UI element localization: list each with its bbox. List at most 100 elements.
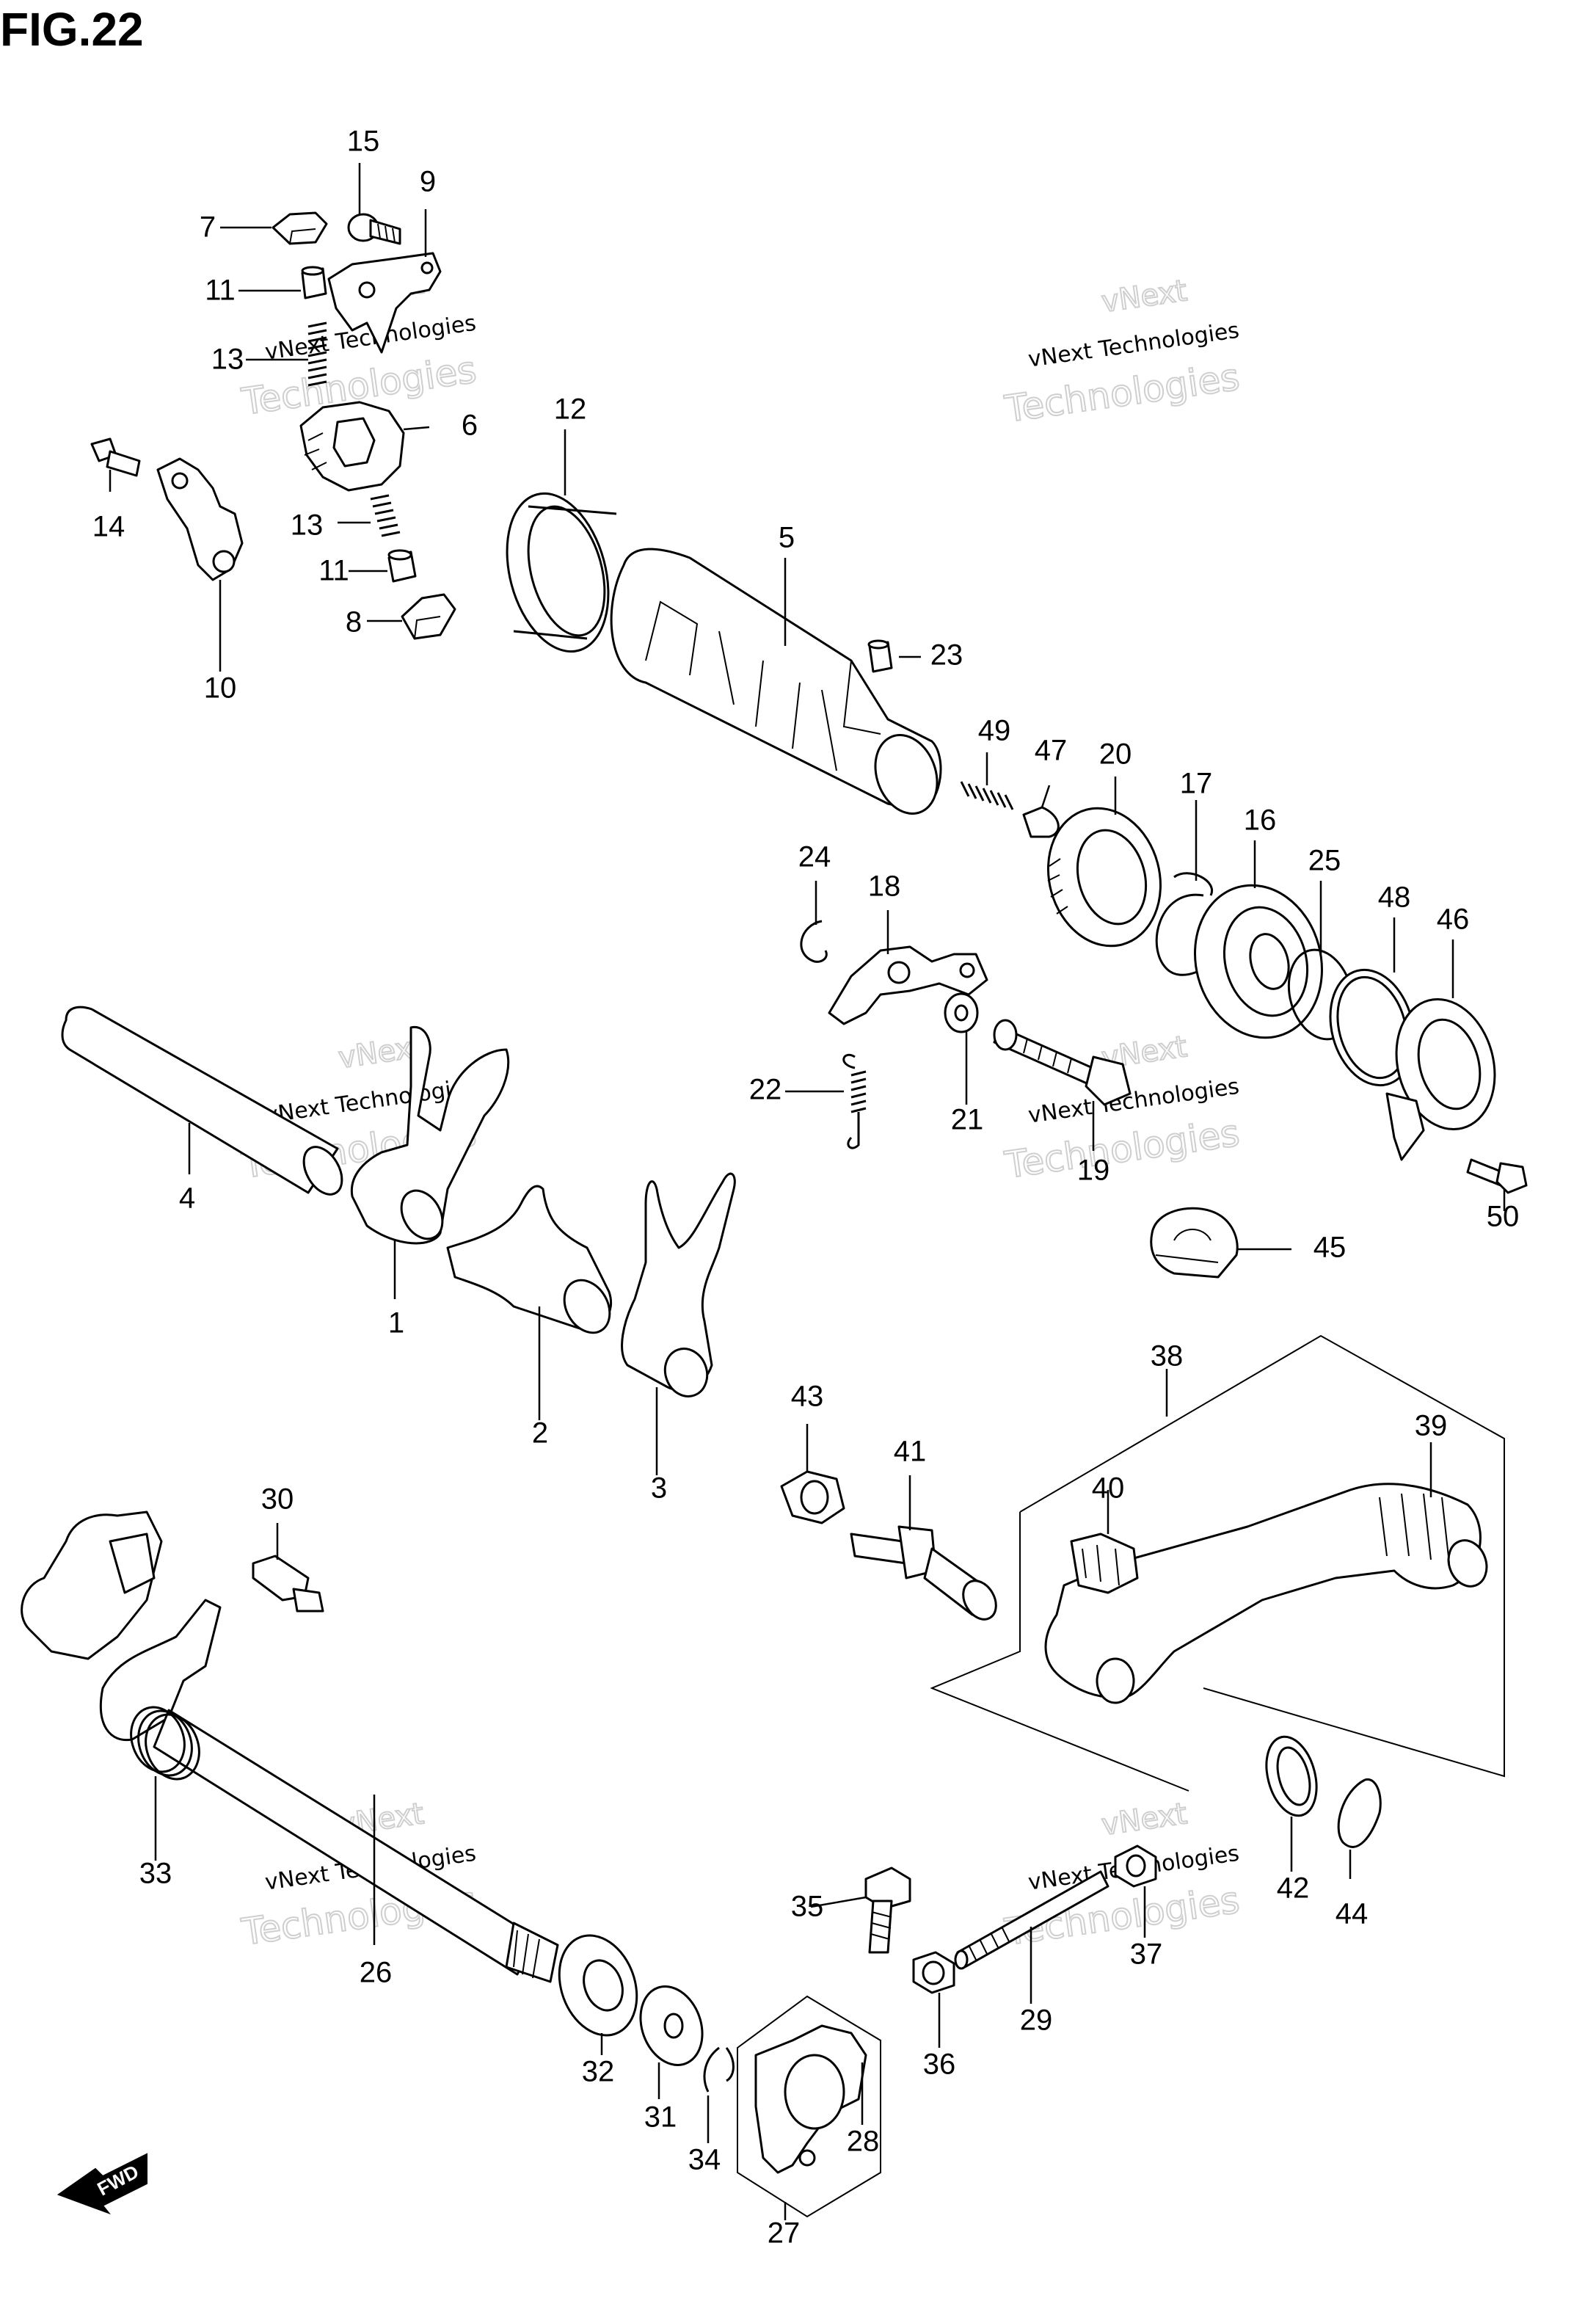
leader-lines	[109, 163, 1506, 2220]
callout-33: 33	[139, 1858, 172, 1890]
part-15-bolt	[347, 213, 401, 245]
part-31-washer	[639, 1985, 704, 2066]
callout-2: 2	[532, 1417, 548, 1450]
part-7-stopper	[272, 211, 328, 245]
callout-4: 4	[179, 1182, 195, 1215]
part-45-cap	[1150, 1207, 1239, 1279]
callout-42: 42	[1277, 1872, 1310, 1905]
callout-20: 20	[1099, 738, 1132, 771]
callout-36: 36	[923, 2049, 956, 2081]
callout-39: 39	[1415, 1410, 1448, 1442]
part-48-ring	[1329, 968, 1415, 1087]
fwd-arrow: FWD	[57, 2153, 147, 2215]
part-50-bolt	[1466, 1158, 1528, 1194]
callout-47: 47	[1035, 735, 1068, 767]
part-46-retainer	[1385, 997, 1496, 1161]
part-23-pin	[867, 639, 893, 673]
part-38-lever-assy-box	[930, 1334, 1505, 1792]
callout-23: 23	[930, 639, 963, 672]
callout-18: 18	[868, 870, 901, 903]
part-9-plate	[327, 252, 442, 354]
part-8-stopper	[401, 593, 456, 640]
part-42-washer	[1265, 1735, 1318, 1817]
callout-37: 37	[1130, 1938, 1163, 1971]
part-39-shift-lever	[1044, 1483, 1488, 1704]
part-47-plunger	[1022, 806, 1060, 838]
part-18-pawl-lifter	[828, 945, 988, 1025]
callout-30: 30	[261, 1483, 294, 1516]
part-20-gear	[1046, 807, 1162, 948]
part-34-circlip	[703, 2046, 735, 2093]
callout-10: 10	[204, 672, 237, 705]
callout-8: 8	[346, 606, 362, 639]
callout-6: 6	[462, 410, 478, 442]
callout-46: 46	[1437, 904, 1470, 936]
callout-24: 24	[798, 841, 831, 873]
part-11-pin-upper	[301, 266, 327, 299]
watermark-top-right: vNext vNext Technologies Technologies	[1002, 273, 1243, 432]
part-14-bolt	[90, 437, 141, 477]
callout-labels: 1 2 3 4 5 6 7 8 9 10 11 11 12 13 13 14 1…	[92, 126, 1520, 2250]
callout-14: 14	[92, 511, 125, 543]
part-32-seal	[558, 1934, 638, 2037]
part-2-shift-fork	[446, 1185, 613, 1334]
callout-13-upper: 13	[211, 343, 244, 376]
callout-26: 26	[360, 1957, 393, 1989]
callout-31: 31	[644, 2101, 677, 2134]
callout-19: 19	[1077, 1155, 1110, 1187]
callout-17: 17	[1180, 768, 1213, 800]
part-26-shift-shaft	[21, 1511, 559, 1983]
callout-48: 48	[1378, 881, 1411, 914]
callout-35: 35	[791, 1891, 824, 1923]
part-33-spring	[130, 1706, 200, 1781]
part-35-bolt	[864, 1866, 911, 1954]
part-29-rod	[954, 1870, 1109, 1970]
part-40-bolt	[1070, 1533, 1139, 1594]
callout-15: 15	[347, 126, 380, 158]
part-4-fork-shaft	[61, 1006, 343, 1196]
callout-7: 7	[200, 211, 216, 244]
part-24-circlip	[800, 920, 828, 963]
part-44-circlip	[1337, 1778, 1382, 1848]
part-28-shift-arm	[754, 2024, 867, 2174]
callout-34: 34	[688, 2144, 721, 2176]
callout-29: 29	[1020, 2004, 1053, 2037]
callout-45: 45	[1313, 1232, 1347, 1264]
callout-43: 43	[791, 1381, 824, 1413]
part-6-cam-guide	[299, 401, 405, 492]
callout-1: 1	[388, 1307, 404, 1339]
part-43-nut	[780, 1470, 845, 1524]
part-13-spring-upper	[307, 321, 327, 387]
callout-40: 40	[1092, 1472, 1125, 1505]
callout-49: 49	[978, 715, 1011, 747]
part-3-shift-fork	[621, 1172, 736, 1397]
callout-38: 38	[1151, 1340, 1184, 1373]
callout-13-lower: 13	[291, 509, 324, 542]
part-27-arm-box	[737, 1995, 881, 2218]
watermark-vnext: vNext	[1099, 1797, 1189, 1842]
callout-9: 9	[420, 166, 436, 198]
part-19-bolt	[993, 1019, 1132, 1106]
callout-22: 22	[749, 1074, 782, 1106]
callout-11-lower: 11	[318, 555, 349, 587]
watermark-vnext: vNext	[1099, 274, 1189, 319]
callout-3: 3	[651, 1472, 667, 1505]
part-12-bearing	[506, 492, 617, 653]
callout-50: 50	[1487, 1201, 1520, 1233]
part-41-stud	[850, 1525, 997, 1621]
part-30-bolt	[252, 1555, 324, 1613]
callout-28: 28	[847, 2126, 880, 2158]
part-10-arm	[156, 457, 244, 581]
callout-27: 27	[768, 2217, 801, 2250]
part-37-nut	[1114, 1844, 1157, 1888]
callout-12: 12	[554, 393, 587, 426]
callout-41: 41	[894, 1436, 927, 1468]
part-11-pin-lower	[387, 549, 417, 583]
callout-44: 44	[1336, 1898, 1369, 1930]
part-1-shift-fork	[350, 1025, 510, 1245]
watermark-group: vNext vNext Technologies Technologies vN…	[238, 266, 1243, 1955]
part-36-nut	[912, 1951, 955, 1994]
callout-32: 32	[582, 2056, 615, 2088]
callout-25: 25	[1308, 845, 1341, 877]
